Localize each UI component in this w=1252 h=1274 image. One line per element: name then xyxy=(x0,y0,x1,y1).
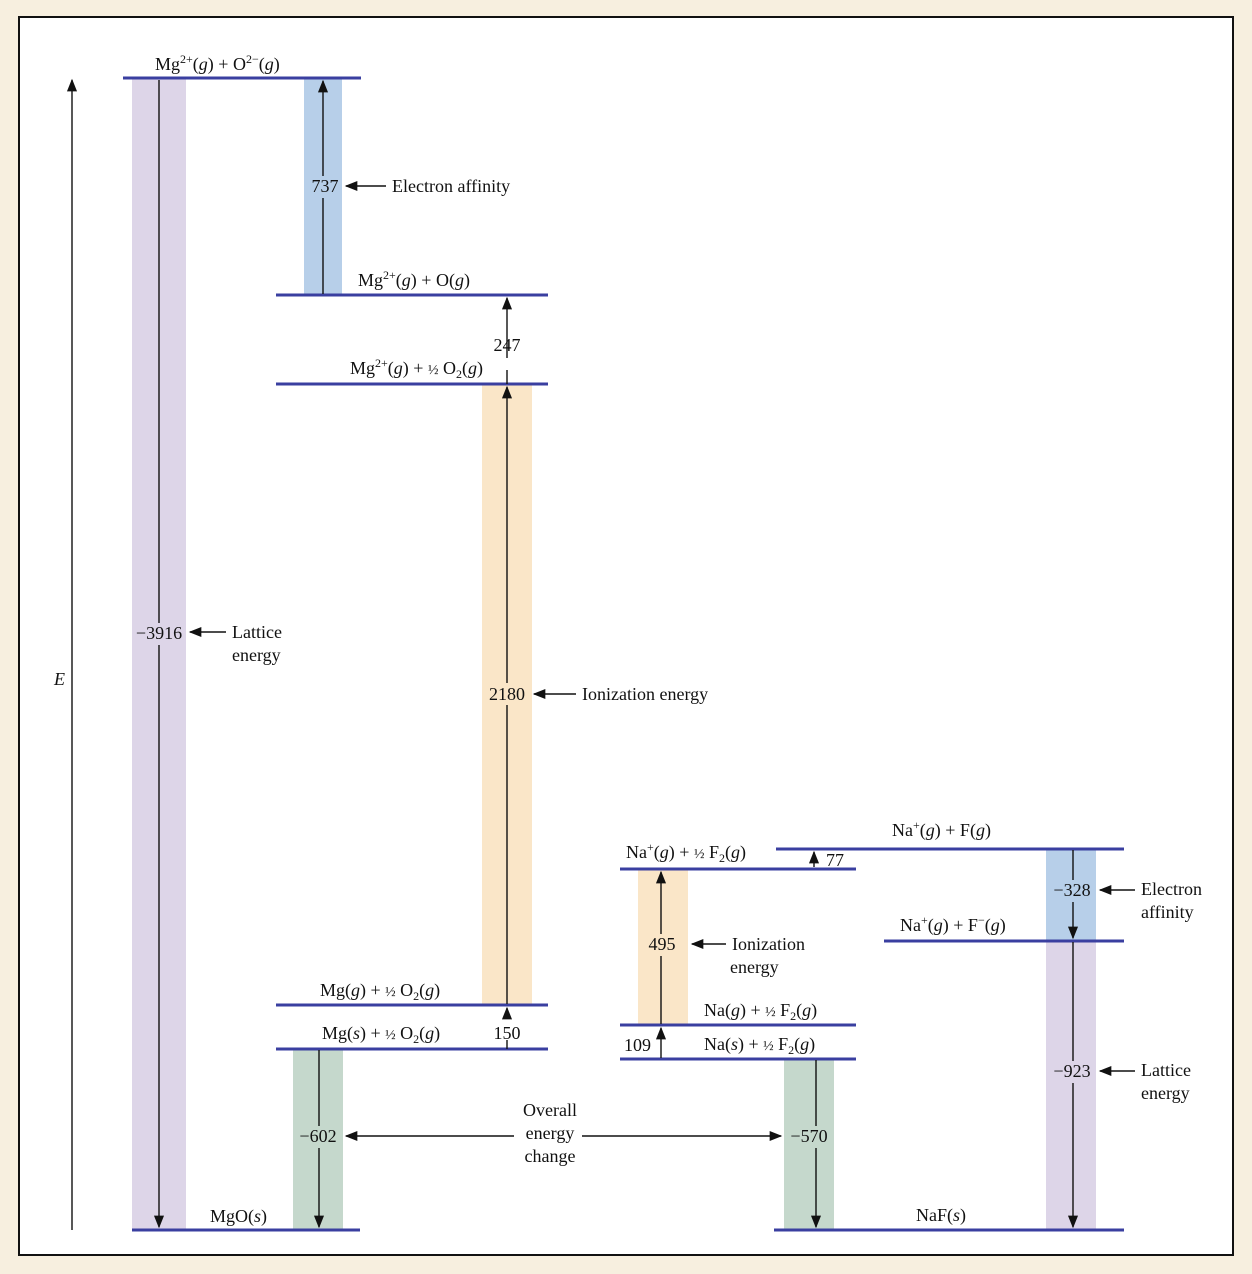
mgo-lattice-label-2: energy xyxy=(232,645,281,665)
mgo-ionization-value: 2180 xyxy=(489,684,525,704)
label-mg2-o: Mg2+(g) + O(g) xyxy=(358,268,470,291)
label-naf-s: NaF(s) xyxy=(916,1205,966,1226)
naf-lattice-label-1: Lattice xyxy=(1141,1060,1191,1080)
label-mg-g: Mg(g) + ½ O2(g) xyxy=(320,980,440,1003)
naf-sublimation-value: 109 xyxy=(624,1035,651,1055)
mgo-lattice-label-1: Lattice xyxy=(232,622,282,642)
naf-lattice-label-2: energy xyxy=(1141,1083,1190,1103)
diagram-frame: E Mg2+(g) + O2−(g) Mg2+(g) + O(g) Mg2+(g… xyxy=(18,16,1234,1256)
naf-ionization-label-1: Ionization xyxy=(732,934,805,954)
mgo-o2-value: 247 xyxy=(494,335,521,355)
mgo-sublimation-value: 150 xyxy=(494,1023,521,1043)
naf-affinity-label-2: affinity xyxy=(1141,902,1194,922)
label-mg2-halfo2: Mg2+(g) + ½ O2(g) xyxy=(350,356,483,381)
mgo-ionization-label: Ionization energy xyxy=(582,684,708,704)
naf-f2-value: 77 xyxy=(826,850,844,870)
label-mg2-o2minus: Mg2+(g) + O2−(g) xyxy=(155,52,280,75)
label-na-s: Na(s) + ½ F2(g) xyxy=(704,1034,815,1057)
overall-label-3: change xyxy=(525,1146,576,1166)
mgo-overall-value: −602 xyxy=(299,1126,336,1146)
label-na-plus-halff2: Na+(g) + ½ F2(g) xyxy=(626,840,746,865)
overall-label-2: energy xyxy=(526,1123,575,1143)
label-mgo-s: MgO(s) xyxy=(210,1206,267,1227)
naf-affinity-value: −328 xyxy=(1053,880,1090,900)
born-haber-diagram: E Mg2+(g) + O2−(g) Mg2+(g) + O(g) Mg2+(g… xyxy=(53,52,1202,1232)
naf-lattice-band xyxy=(1046,941,1096,1230)
label-na-f: Na+(g) + F(g) xyxy=(892,818,991,841)
mgo-affinity-value: 737 xyxy=(312,176,339,196)
naf-lattice-value: −923 xyxy=(1053,1061,1090,1081)
label-na-g: Na(g) + ½ F2(g) xyxy=(704,1000,817,1023)
mgo-lattice-value: −3916 xyxy=(136,623,182,643)
naf-ionization-label-2: energy xyxy=(730,957,779,977)
overall-label-1: Overall xyxy=(523,1100,577,1120)
naf-ionization-value: 495 xyxy=(649,934,676,954)
label-na-fminus: Na+(g) + F−(g) xyxy=(900,913,1006,936)
naf-overall-value: −570 xyxy=(790,1126,827,1146)
mgo-affinity-label: Electron affinity xyxy=(392,176,510,196)
energy-axis-label: E xyxy=(53,669,65,689)
naf-affinity-label-1: Electron xyxy=(1141,879,1202,899)
label-mg-s: Mg(s) + ½ O2(g) xyxy=(322,1023,440,1046)
